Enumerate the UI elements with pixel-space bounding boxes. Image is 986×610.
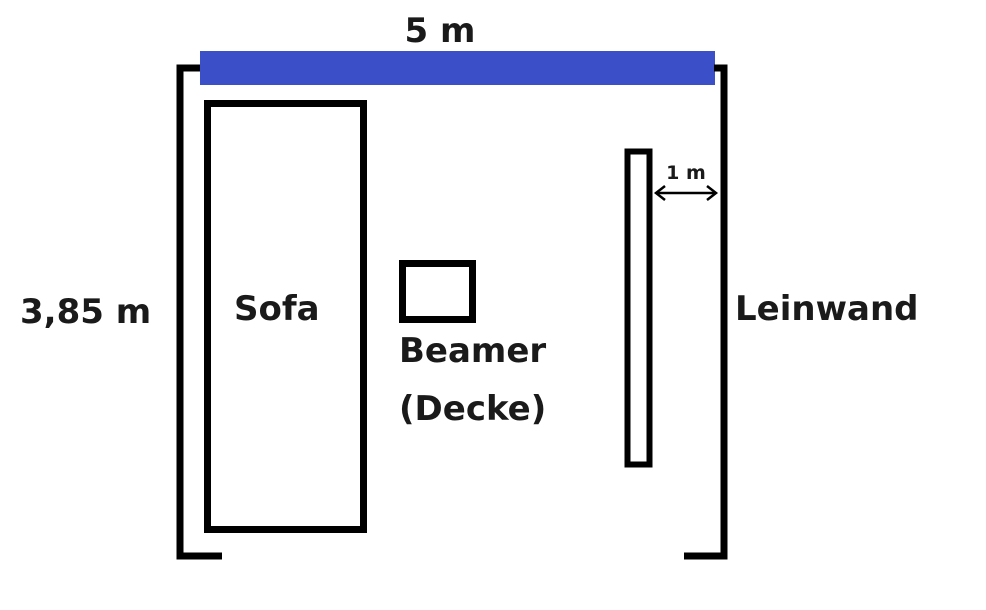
beamer-box xyxy=(399,260,476,323)
sofa-label: Sofa xyxy=(234,289,320,329)
depth-label: 3,85 m xyxy=(20,292,151,332)
beamer-sublabel: (Decke) xyxy=(399,389,546,429)
screen-gap-label: 1 m xyxy=(666,162,706,184)
distance-arrow-icon xyxy=(653,185,719,201)
left-wall xyxy=(176,64,222,560)
screen-box xyxy=(624,148,653,468)
screen-label: Leinwand xyxy=(735,289,918,329)
top-wall-bar xyxy=(200,51,715,85)
width-label: 5 m xyxy=(405,11,476,51)
right-wall xyxy=(684,64,728,560)
sofa-box xyxy=(204,100,367,533)
beamer-label: Beamer xyxy=(399,331,546,371)
